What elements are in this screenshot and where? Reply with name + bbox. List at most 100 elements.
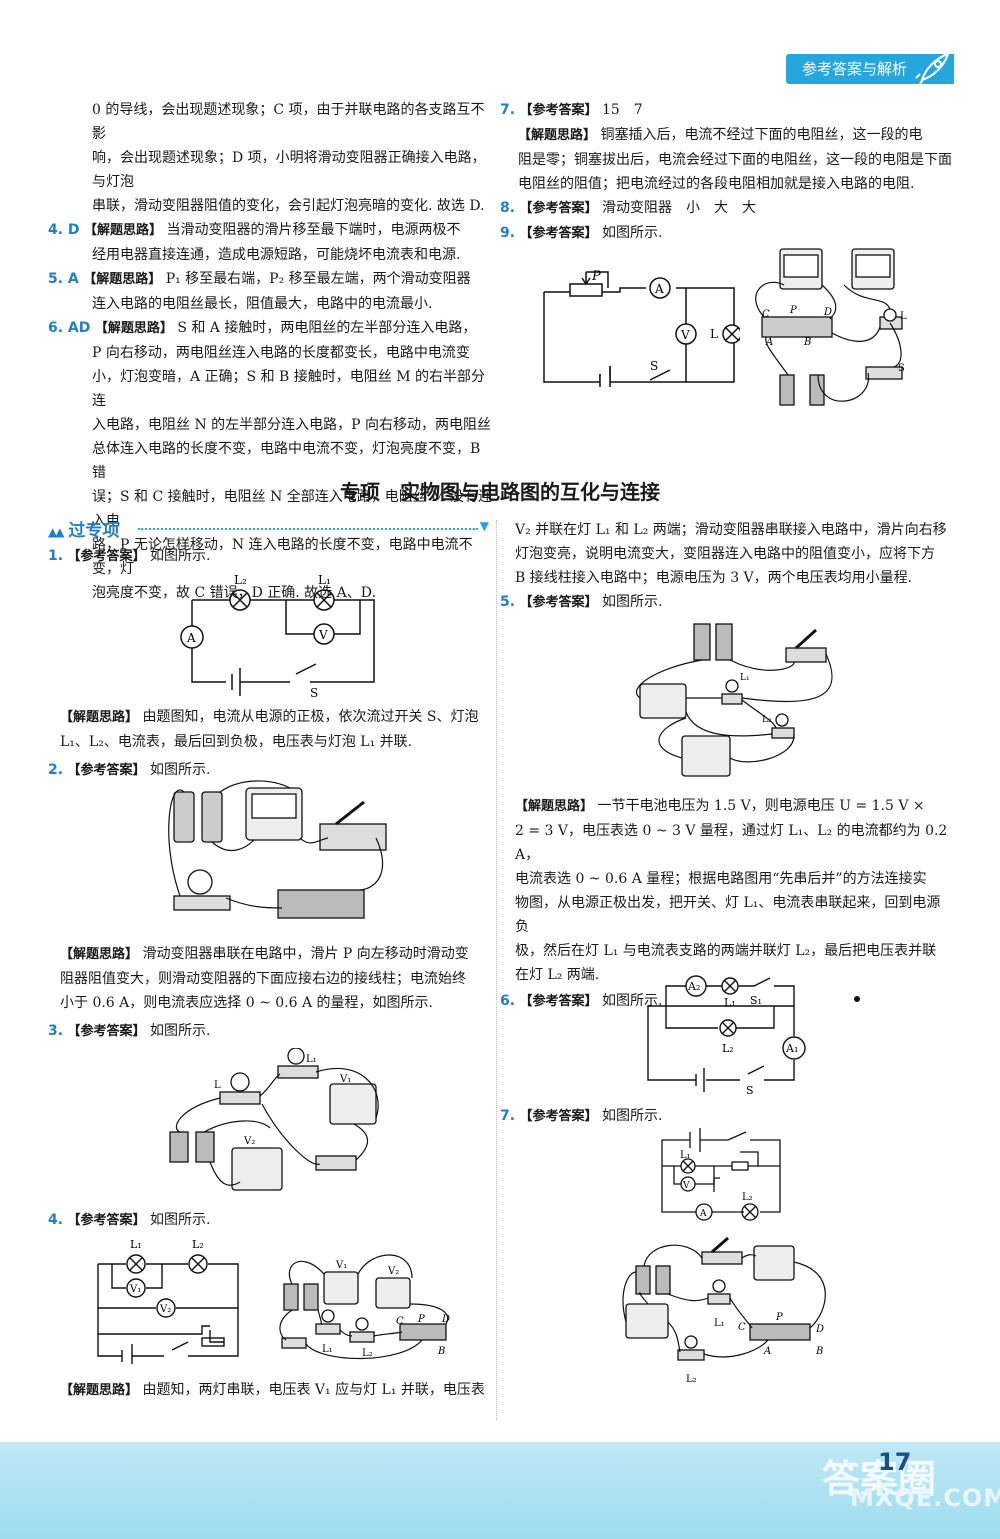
text-line: 当滑动变阻器的滑片移至最下端时，电源两极不 [166, 222, 461, 238]
label-A2: A₂ [687, 980, 700, 993]
text-line: 电阻丝的阻值；把电流经过的各段电阻相加就是接入电路的电阻. [518, 176, 915, 192]
answer-7: 7. 【参考答案】 15 7 [500, 98, 952, 123]
text-line: 经用电器直接连通，造成电源短路，可能烧坏电流表和电源. [92, 247, 461, 263]
label-L1: L₁ [740, 673, 750, 683]
stray-dot [854, 996, 860, 1002]
answer-2-explanation: 【解题思路】 滑动变阻器串联在电路中，滑片 P 向左移动时滑动变 阻器阻值变大，… [48, 942, 493, 1044]
label-P: P [591, 269, 601, 284]
text-line: 2 = 3 V，电压表选 0 ~ 3 V 量程，通过灯 L₁、L₂ 的电流都约为… [515, 823, 948, 863]
answer-tag: 【解题思路】 [94, 321, 173, 336]
label-L2: L₂ [722, 1042, 734, 1055]
text-line: 误；S 和 C 接触时，电阻丝 N 全部连入电路，电阻丝 M 没有连入电 [92, 489, 493, 529]
label-S1: S₁ [750, 994, 762, 1007]
text-line: 路，P 无论怎样移动，N 连入电路的长度不变，电路中电流不变，灯 [92, 537, 473, 577]
answer-8: 8. 【参考答案】 滑动变阻器 小 大 大 [500, 196, 952, 221]
wiring-illustration-5: L₁ L₂ [636, 623, 833, 777]
answer-tag: 【解题思路】 [518, 128, 597, 143]
text-line: 小于 0.6 A，则电流表应选择 0 ~ 0.6 A 的量程，如图所示. [60, 995, 433, 1011]
text-line: 0 的导线，会出现题述现象；C 项，由于并联电路的各支路互不影 [92, 102, 485, 142]
answer-number: 3. [48, 1023, 64, 1039]
label-V: V [682, 1181, 690, 1191]
watermark-url: MXQE.COM [850, 1484, 1000, 1512]
answer-tag: 【参考答案】 [519, 1109, 598, 1124]
label-A: A [654, 282, 664, 296]
answer-1: 1. 【参考答案】 如图所示. [48, 544, 493, 569]
text-line: 由题知，两灯串联，电压表 V₁ 应与灯 L₁ 并联，电压表 [142, 1382, 485, 1398]
answer-number: 5. A [48, 271, 79, 287]
text-line: 物图，从电源正极出发，把开关、灯 L₁、电流表串联起来，回到电源负 [515, 895, 941, 935]
answer-number: 4. [48, 1212, 64, 1228]
watermark-logo: 答案圈 [822, 1457, 937, 1501]
label-C: C [738, 1322, 746, 1333]
label-A: A [699, 1209, 707, 1219]
answer-tag: 【解题思路】 [60, 710, 139, 725]
answer-1-explanation: 【解题思路】 由题图知，电流从电源的正极，依次流过开关 S、灯泡 L₁、L₂、电… [48, 705, 493, 783]
label-A: A [763, 1346, 771, 1357]
label-S: S [898, 363, 905, 374]
answer-text: 如图所示. [601, 993, 663, 1009]
answer-tag: 【解题思路】 [84, 223, 163, 238]
column-divider [496, 520, 497, 1420]
answer-text: 滑动变阻器 小 大 大 [601, 200, 756, 216]
label-V2: V₂ [387, 1266, 399, 1277]
text-line: V₂ 并联在灯 L₁ 和 L₂ 两端；滑动变阻器串联接入电路中，滑片向右移 [515, 522, 947, 538]
label-L1: L₁ [724, 996, 736, 1009]
text-line: L₁、L₂、电流表，最后回到负极，电压表与灯泡 L₁ 并联. [60, 734, 413, 750]
section-title: 专项 实物图与电路图的互化与连接 [340, 480, 660, 504]
text-line: P₁ 移至最右端，P₂ 移至最左端，两个滑动变阻器 [165, 271, 471, 287]
wiring-illustration-3: L L₁ V₁ V₂ [169, 1048, 379, 1191]
label-L1: L₁ [130, 1238, 142, 1251]
text-line: 滑动变阻器串联在电路中，滑片 P 向左移动时滑动变 [142, 946, 469, 962]
label-L: L [710, 327, 718, 341]
answer-4: 4. 【参考答案】 如图所示. [48, 1208, 493, 1233]
label-S: S [650, 359, 658, 373]
text-line: 总体连入电路的长度不变，电路中电流不变，灯泡亮度不变，B 错 [92, 441, 481, 481]
text-line: 由题图知，电流从电源的正极，依次流过开关 S、灯泡 [142, 709, 479, 725]
wiring-illustration-9: C P D A B L S [755, 248, 907, 406]
answer-7: 7. 【参考答案】 如图所示. [500, 1104, 937, 1129]
label-S: S [746, 1084, 754, 1094]
answer-text: 如图所示. [601, 1108, 663, 1124]
label-L2: L₂ [192, 1238, 204, 1251]
answer-number: 9. [500, 225, 516, 241]
answer-tag: 【解题思路】 [515, 799, 594, 814]
text-line: 入电路，电阻丝 N 的左半部分连入电路，P 向右移动，两电阻丝 [92, 417, 492, 433]
answer-text: 如图所示. [601, 594, 663, 610]
text-line: B 接线柱接入电路中；电源电压为 3 V，两个电压表均用小量程. [515, 570, 913, 586]
text-line: 阻器阻值变大，则滑动变阻器的下面应接右边的接线柱；电流始终 [60, 971, 466, 987]
label-D: D [815, 1324, 824, 1335]
answer-text: 如图所示. [149, 548, 211, 564]
label-L2: L₂ [742, 1192, 753, 1203]
text-line: 连入电路的电阻丝最长，阻值最大，电路中的电流最小. [92, 296, 433, 312]
label-V1: V₁ [335, 1260, 347, 1271]
label-P: P [775, 1312, 783, 1323]
label-L2: L₂ [762, 715, 772, 725]
answer-4-explanation: 【解题思路】 由题知，两灯串联，电压表 V₁ 应与灯 L₁ 并联，电压表 [48, 1378, 493, 1403]
label-C: C [396, 1316, 404, 1327]
label-P: P [417, 1314, 425, 1325]
answer-tag: 【参考答案】 [519, 994, 598, 1009]
circuit-diagram-6: A₂ L₁ S₁ L₂ A₁ S [647, 975, 806, 1094]
label-A: A [186, 631, 196, 645]
page-number: 17 [878, 1448, 912, 1476]
answer-tag: 【参考答案】 [519, 103, 598, 118]
answer-5-explanation: 【解题思路】 一节干电池电压为 1.5 V，则电源电压 U = 1.5 V × … [500, 794, 952, 1014]
label-V2: V₂ [159, 1304, 171, 1315]
text-line: P 向右移动，两电阻丝连入电路的长度都变长，电路中电流变 [92, 345, 470, 361]
answer-number: 2. [48, 762, 64, 778]
label-S: S [310, 686, 318, 700]
label-A1: A₁ [785, 1042, 798, 1055]
text-line: S 和 A 接触时，两电阻丝的左半部分连入电路， [177, 320, 477, 336]
text-line: 电流表选 0 ~ 0.6 A 量程；根据电路图用“先串后并”的方法连接实 [515, 871, 927, 887]
header-badge: 参考答案与解析 [786, 52, 954, 85]
label-V1: V₁ [339, 1074, 351, 1085]
text-line: 串联，滑动变阻器阻值的变化，会引起灯泡亮暗的变化. 故选 D. [92, 198, 485, 214]
text-line: 极，然后在灯 L₁ 与电流表支路的两端并联灯 L₂，最后把电压表并联 [515, 943, 937, 959]
answer-tag: 【解题思路】 [60, 1383, 139, 1398]
answer-text: 如图所示. [149, 1212, 211, 1228]
text-line: 响，会出现题述现象；D 项，小明将滑动变阻器正确接入电路，与灯泡 [92, 150, 486, 190]
answer-tag: 【参考答案】 [67, 1213, 146, 1228]
answer-number: 6. [500, 993, 516, 1009]
label-L1: L₁ [306, 1054, 317, 1065]
label-V: V [680, 328, 690, 342]
